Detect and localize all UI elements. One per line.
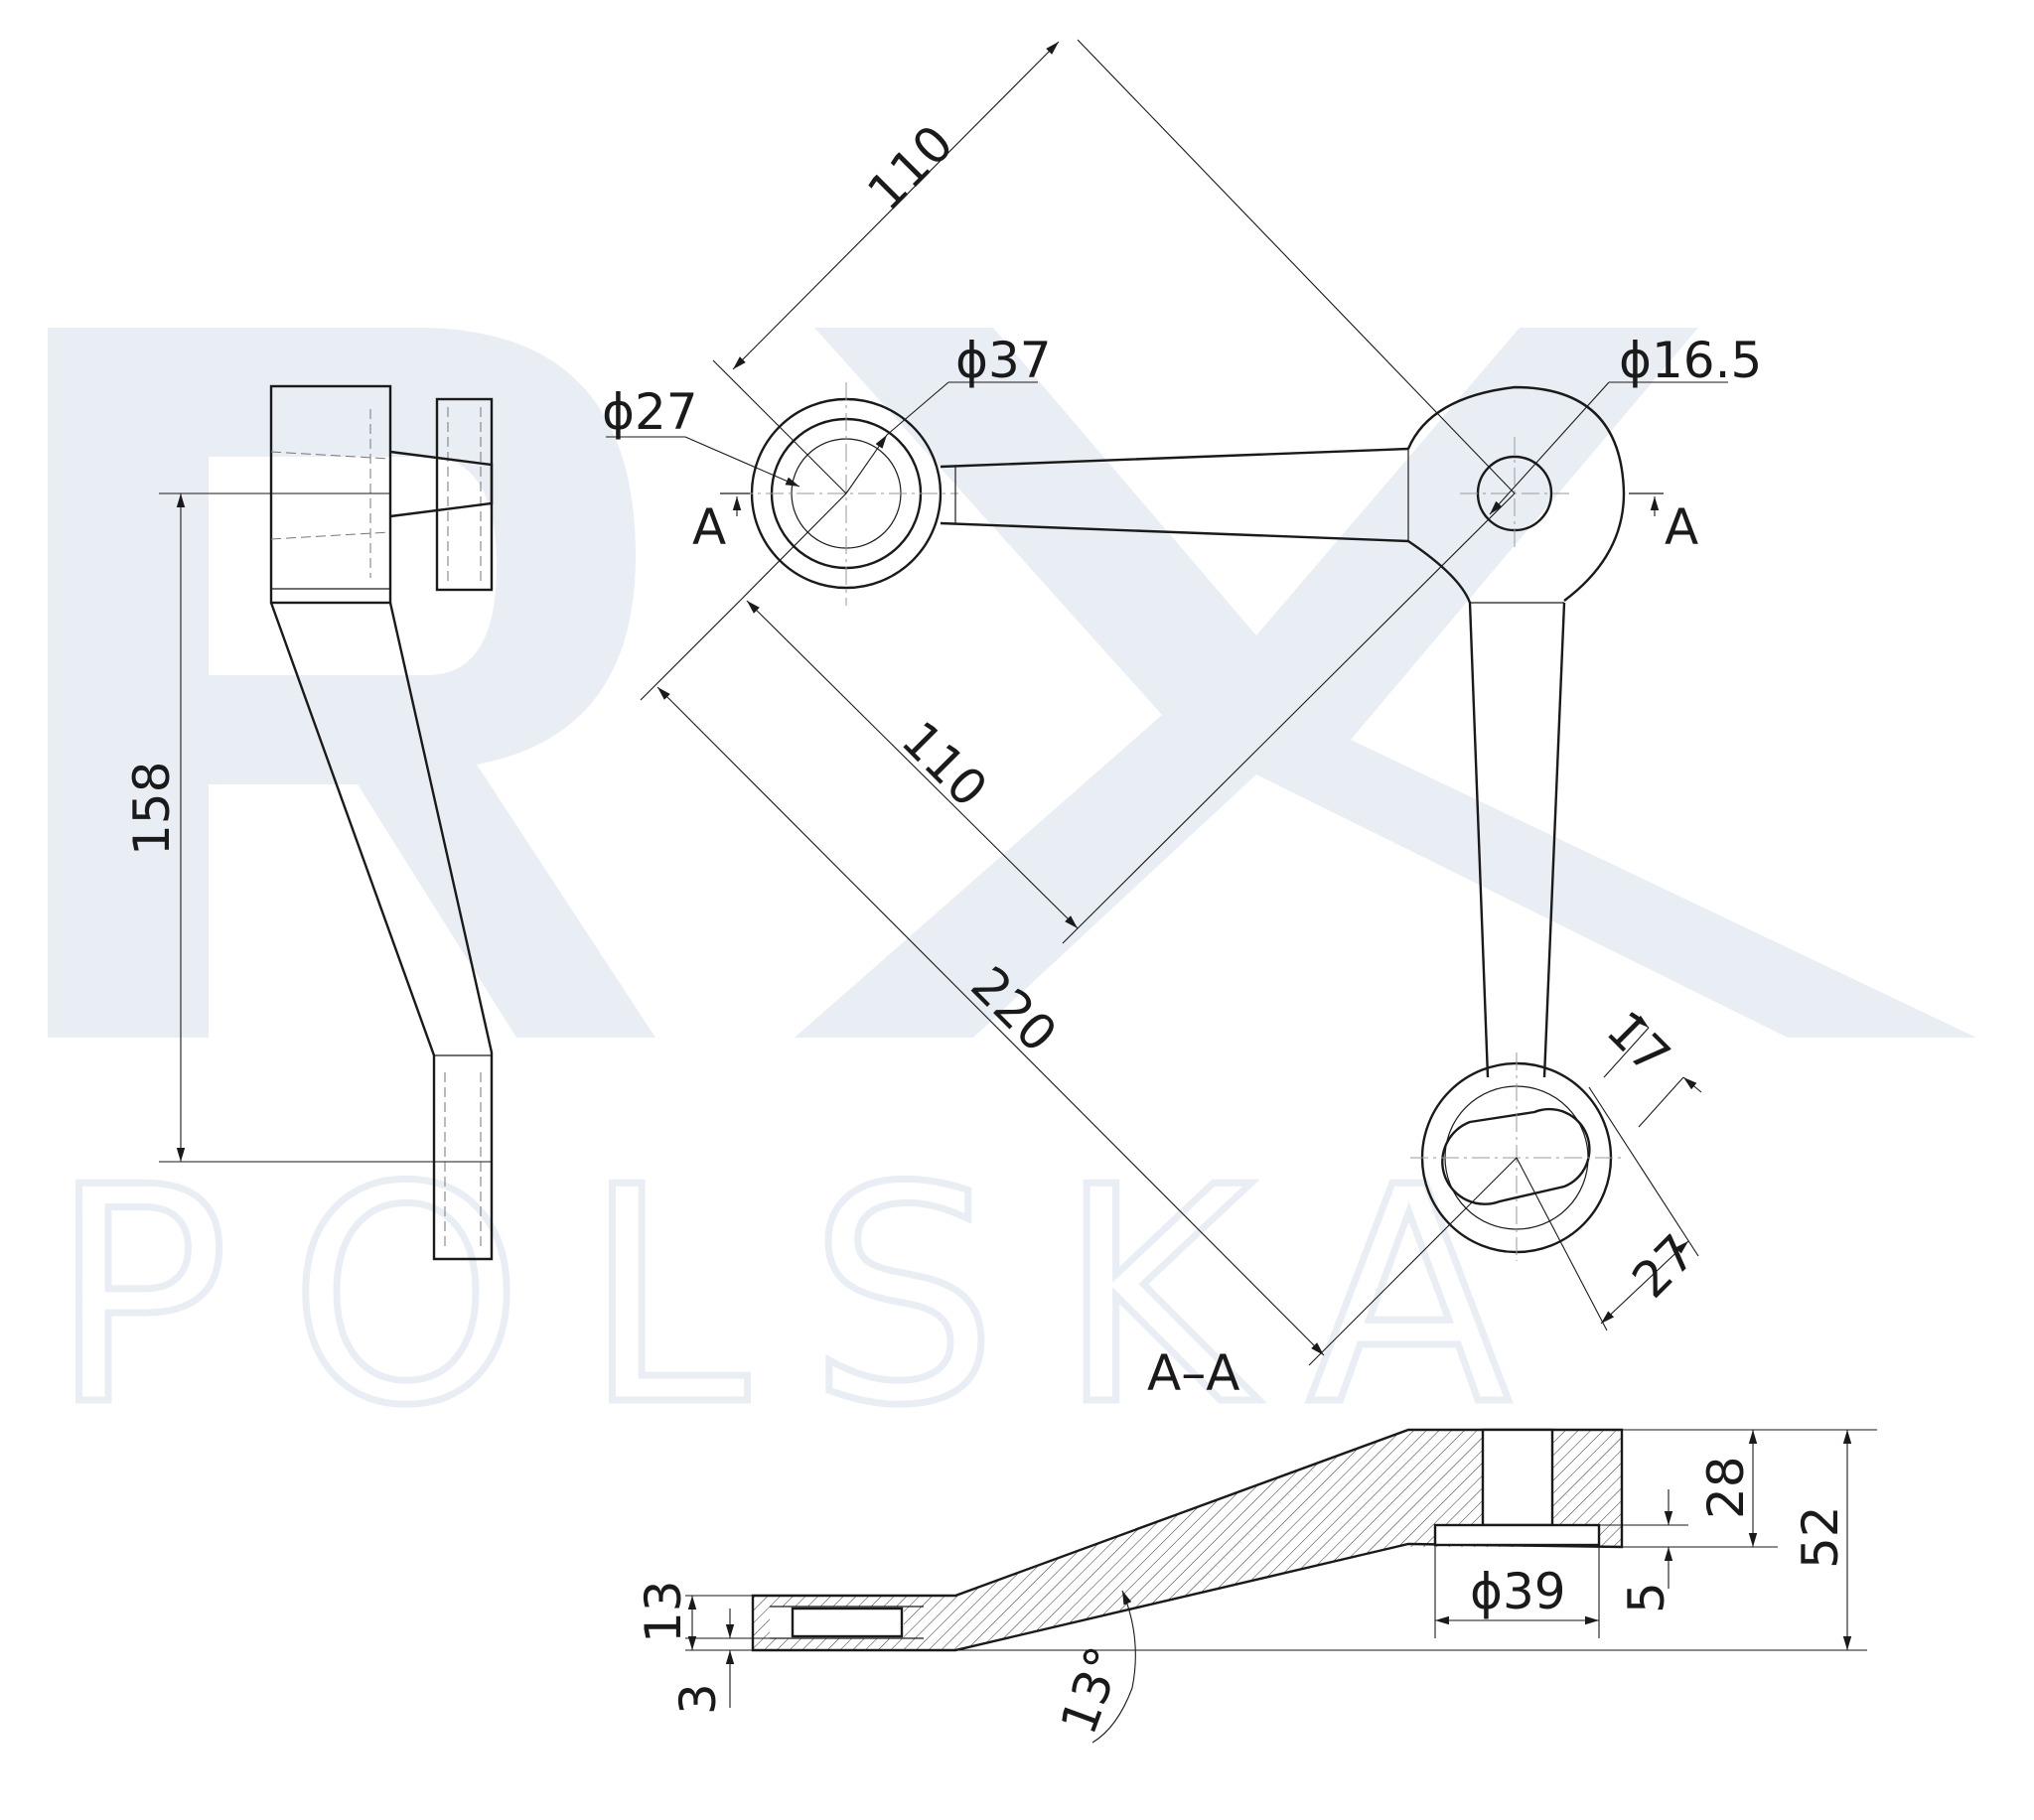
section-title: A–A [1147,1344,1239,1402]
dim-27-label: 27 [1621,1223,1706,1309]
dim-110-mid-label: 110 [891,710,998,817]
dim-28-label: 28 [1697,1456,1755,1519]
dia-37-label: ϕ37 [955,332,1052,389]
section-view: 28 52 5 ϕ39 13 3 13° [635,1428,1877,1744]
dia-39-label: ϕ39 [1470,1563,1566,1620]
dim-13-label: 13 [635,1580,692,1643]
section-mark-left: A [692,498,726,556]
dim-5-label: 5 [1618,1582,1675,1613]
section-mark-right: A [1665,498,1698,556]
dim-110-top-label: 110 [856,114,963,221]
dim-158-label: 158 [123,762,181,856]
watermark-text: POLSKA [50,1124,1570,1470]
dim-52-label: 52 [1792,1505,1849,1569]
dia-27-label: ϕ27 [602,383,698,441]
angle-13-label: 13° [1050,1639,1134,1742]
side-view: 158 [123,384,494,1261]
dim-3-label: 3 [669,1683,727,1715]
dia-16-5-label: ϕ16.5 [1619,332,1762,389]
